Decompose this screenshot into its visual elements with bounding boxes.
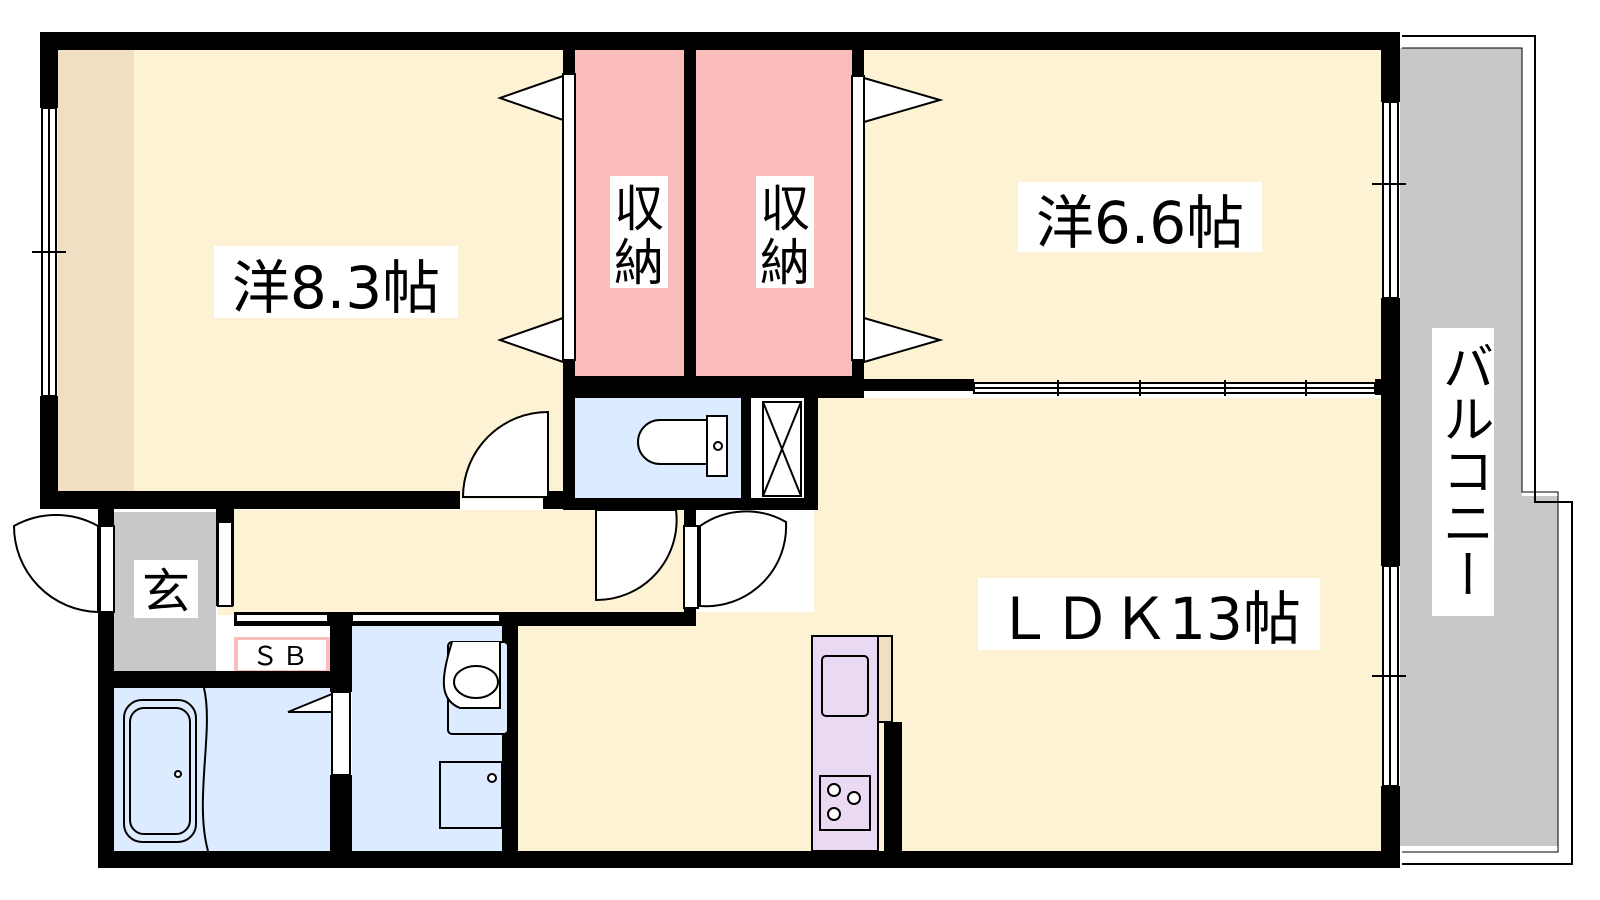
- windows: [32, 101, 1406, 787]
- fixtures: [123, 401, 893, 852]
- swing-doors: [12, 410, 788, 776]
- washing-machine: [439, 761, 503, 829]
- label-closet-left-top: 収: [614, 180, 664, 238]
- label-entrance: 玄: [142, 564, 190, 620]
- label-western-8-3: 洋8.3帖: [232, 254, 440, 322]
- label-closet-right-top: 収: [760, 180, 810, 238]
- ldk-floor-lower: [518, 612, 818, 851]
- room-labels: 洋8.3帖 収 納 収 納 洋6.6帖 ＬＤＫ13帖 玄 ＳＢ バルコニー: [134, 176, 1494, 672]
- cabinet-strip: [58, 48, 134, 495]
- label-ldk: ＬＤＫ13帖: [995, 585, 1301, 653]
- label-balcony: バルコニー: [1433, 340, 1493, 600]
- closet-doors: [496, 73, 944, 364]
- label-western-6-6: 洋6.6帖: [1036, 189, 1244, 257]
- label-closet-left-bottom: 納: [614, 234, 664, 292]
- kitchen-sink: [821, 655, 869, 717]
- label-shoe-box: ＳＢ: [252, 642, 312, 672]
- kitchen-strip: [877, 635, 893, 723]
- toilet-bowl: [637, 419, 708, 465]
- balcony-outline: [1402, 35, 1573, 865]
- label-closet-right-bottom: 納: [760, 234, 810, 292]
- floor-fills: [48, 42, 1558, 851]
- stove: [819, 775, 871, 831]
- balcony-outline-inner: [1402, 47, 1559, 853]
